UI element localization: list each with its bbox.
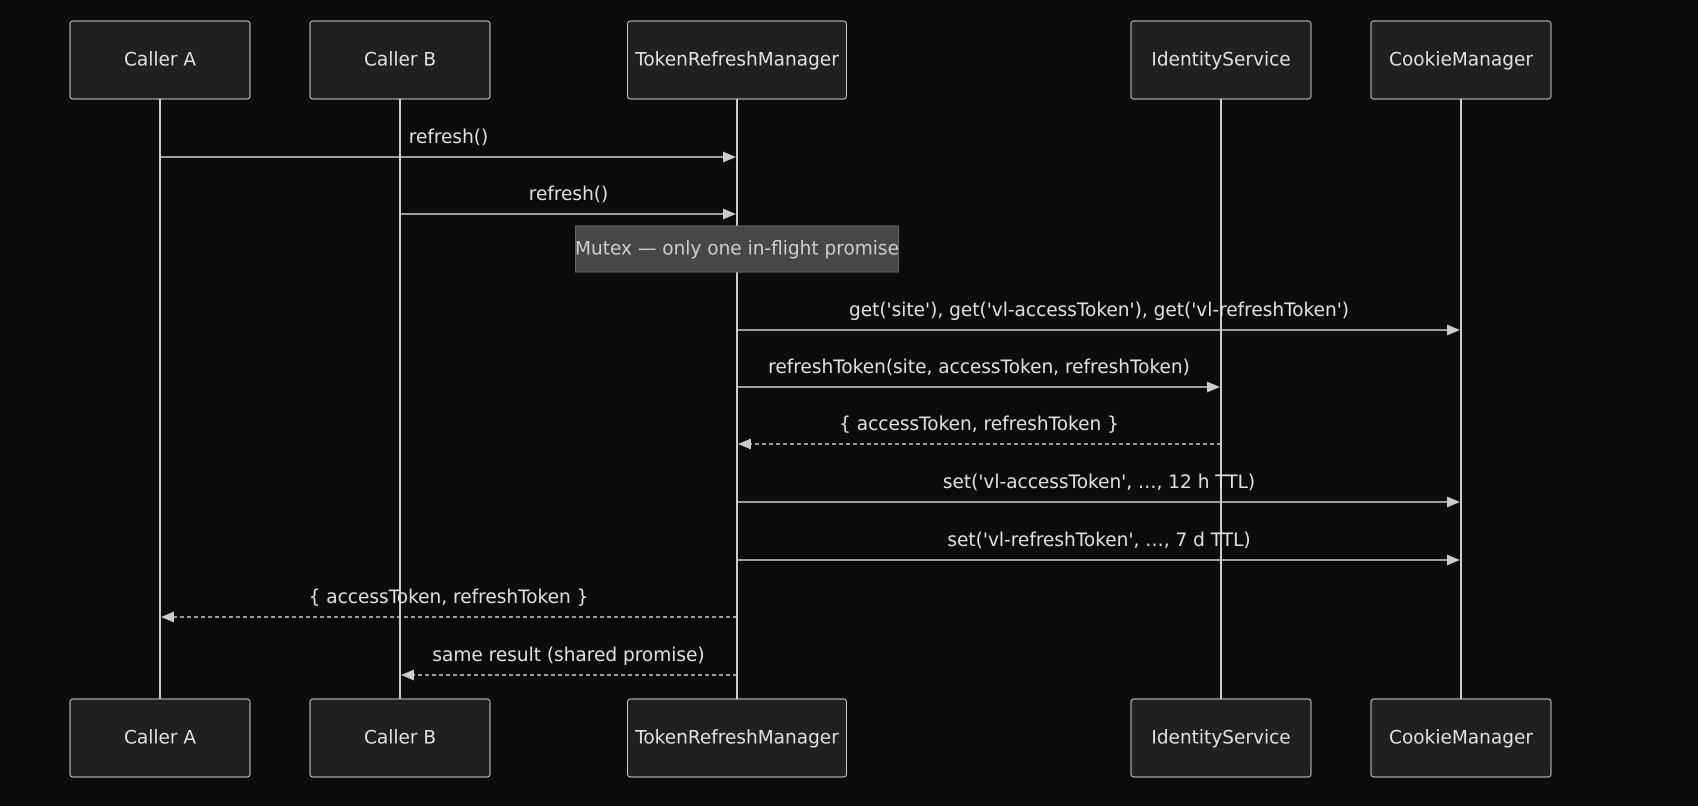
participant-label: Caller A — [124, 728, 196, 749]
message-label: set('vl-refreshToken', …, 7 d TTL) — [947, 530, 1250, 551]
message-label: refreshToken(site, accessToken, refreshT… — [768, 357, 1190, 378]
participant-box — [1370, 698, 1552, 778]
message-label: { accessToken, refreshToken } — [839, 414, 1119, 435]
note-mutex: Mutex — only one in-flight promise — [575, 225, 899, 273]
participant-label: Caller B — [364, 728, 436, 749]
note-box — [575, 225, 899, 273]
arrowhead — [1447, 554, 1460, 566]
participant-identity-top: IdentityService — [1130, 20, 1312, 100]
participant-cookie-bottom: CookieManager — [1370, 698, 1552, 778]
participant-caller-a-bottom: Caller A — [69, 698, 251, 778]
participant-box — [1370, 20, 1552, 100]
message-8: { accessToken, refreshToken } — [161, 587, 737, 623]
participant-cookie-top: CookieManager — [1370, 20, 1552, 100]
arrowhead — [738, 438, 751, 450]
message-label: { accessToken, refreshToken } — [309, 587, 589, 608]
participant-box — [69, 698, 251, 778]
arrowhead — [723, 208, 736, 220]
message-5: { accessToken, refreshToken } — [738, 414, 1221, 450]
participant-label: CookieManager — [1389, 50, 1533, 71]
message-label: same result (shared promise) — [432, 645, 704, 666]
arrowhead — [161, 611, 174, 623]
message-label: refresh() — [529, 184, 608, 205]
message-label: set('vl-accessToken', …, 12 h TTL) — [943, 472, 1255, 493]
arrowhead — [1207, 381, 1220, 393]
participant-identity-bottom: IdentityService — [1130, 698, 1312, 778]
arrowhead — [1447, 496, 1460, 508]
arrowhead — [723, 151, 736, 163]
participant-label: IdentityService — [1151, 728, 1290, 749]
participant-label: IdentityService — [1151, 50, 1290, 71]
participant-box — [1130, 20, 1312, 100]
participant-label: TokenRefreshManager — [634, 728, 839, 749]
note-text: Mutex — only one in-flight promise — [575, 239, 899, 260]
participant-trm-top: TokenRefreshManager — [627, 20, 847, 100]
participant-label: CookieManager — [1389, 728, 1533, 749]
message-label: get('site'), get('vl-accessToken'), get(… — [849, 300, 1349, 321]
message-2: refresh() — [400, 184, 736, 220]
message-4: refreshToken(site, accessToken, refreshT… — [737, 357, 1220, 393]
arrowhead — [401, 669, 414, 681]
message-label: refresh() — [409, 127, 488, 148]
participant-caller-b-top: Caller B — [309, 20, 491, 100]
message-6: set('vl-accessToken', …, 12 h TTL) — [737, 472, 1460, 508]
participant-box — [627, 20, 847, 100]
participant-label: Caller A — [124, 50, 196, 71]
message-9: same result (shared promise) — [401, 645, 737, 681]
participant-box — [309, 20, 491, 100]
message-7: set('vl-refreshToken', …, 7 d TTL) — [737, 530, 1460, 566]
message-1: refresh() — [160, 127, 736, 163]
participant-box — [69, 20, 251, 100]
participant-trm-bottom: TokenRefreshManager — [627, 698, 847, 778]
message-3: get('site'), get('vl-accessToken'), get(… — [737, 300, 1460, 336]
participant-caller-a-top: Caller A — [69, 20, 251, 100]
participant-label: TokenRefreshManager — [634, 50, 839, 71]
participant-label: Caller B — [364, 50, 436, 71]
participant-box — [627, 698, 847, 778]
arrowhead — [1447, 324, 1460, 336]
participant-box — [1130, 698, 1312, 778]
participant-box — [309, 698, 491, 778]
participant-caller-b-bottom: Caller B — [309, 698, 491, 778]
